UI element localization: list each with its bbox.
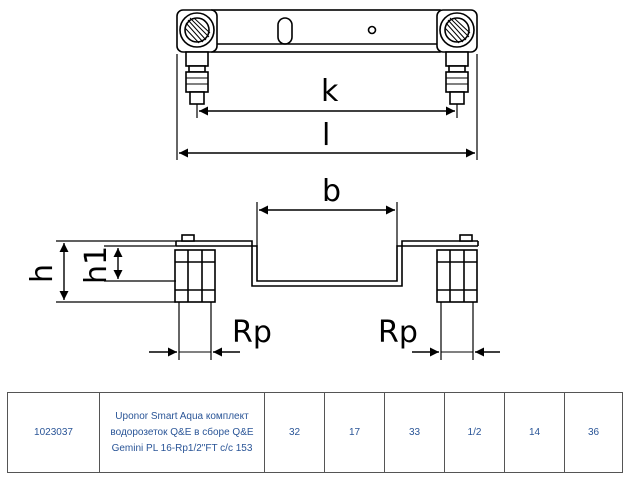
product-description-cell: Uponor Smart Aqua комплект водорозеток Q… <box>99 392 265 473</box>
bent-plate <box>176 240 478 287</box>
value-cell: 33 <box>384 392 445 473</box>
table-row: 1023037 Uponor Smart Aqua комплект водор… <box>7 392 623 473</box>
mounting-plate <box>211 9 441 53</box>
dim-h-label: h <box>25 264 60 283</box>
right-nut <box>436 249 478 360</box>
dim-h1-label: h1 <box>79 246 114 284</box>
left-nut <box>174 249 216 360</box>
spec-table: 1023037 Uponor Smart Aqua комплект водор… <box>7 392 623 473</box>
dim-l-label: l <box>322 118 330 153</box>
article-number-cell: 1023037 <box>7 392 100 473</box>
value-cell: 32 <box>264 392 325 473</box>
value-cell: 14 <box>504 392 565 473</box>
value-cell: 36 <box>564 392 623 473</box>
dim-rp-right-label: Rp <box>378 315 418 350</box>
screw-hole <box>367 25 377 35</box>
technical-drawing: k l <box>25 9 500 360</box>
left-fitting <box>176 9 218 105</box>
slot-hole <box>277 17 293 45</box>
value-cell: 17 <box>324 392 385 473</box>
right-fitting <box>436 9 478 105</box>
value-cell: 1/2 <box>444 392 505 473</box>
dim-b-label: b <box>322 174 341 209</box>
dim-k-label: k <box>321 74 339 109</box>
side-view <box>56 202 500 360</box>
dim-rp-left-label: Rp <box>232 315 272 350</box>
top-view <box>176 9 478 160</box>
